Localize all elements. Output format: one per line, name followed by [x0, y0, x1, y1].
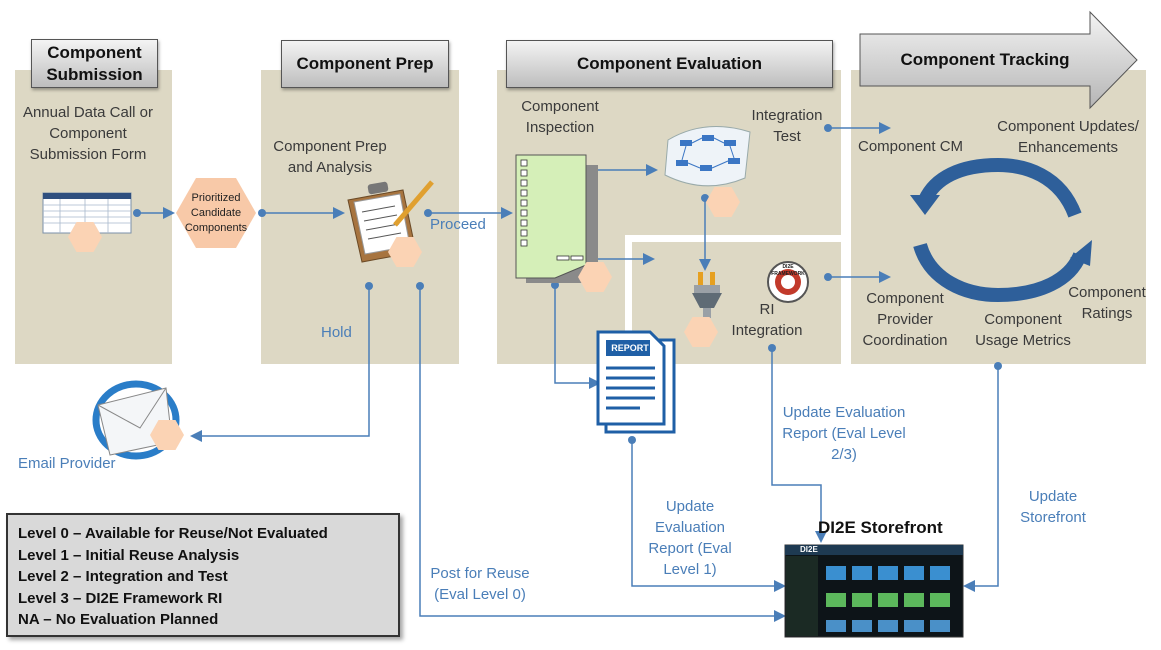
- hold-label: Hold: [321, 324, 352, 341]
- legend-item: Level 0 – Available for Reuse/Not Evalua…: [18, 525, 328, 542]
- integration-test-icon: [664, 126, 751, 187]
- hex-marker: [578, 262, 612, 292]
- plug-icon: [692, 272, 722, 318]
- tracking-header-arrow: [859, 10, 1138, 110]
- hex-marker: [150, 420, 184, 450]
- report-label: REPORT: [611, 343, 649, 353]
- storefront-title: DI2E Storefront: [818, 518, 943, 537]
- arrow-hold-email: [190, 286, 370, 442]
- legend-item: NA – No Evaluation Planned: [18, 611, 219, 628]
- report-icon: [596, 330, 676, 434]
- arrow-post-reuse: [419, 286, 786, 622]
- hex-marker: [706, 187, 740, 217]
- header-prep: Component Prep: [281, 40, 449, 88]
- update-report-level1-label: Update Evaluation Report (Eval Level 1): [648, 498, 732, 578]
- header-tracking: Component Tracking: [900, 50, 1070, 69]
- evaluation-divider-v: [625, 235, 632, 364]
- update-report-level23-label: Update Evaluation Report (Eval Level 2/3…: [782, 404, 906, 463]
- email-provider-label: Email Provider: [18, 455, 116, 472]
- legend-item: Level 1 – Initial Reuse Analysis: [18, 546, 240, 564]
- integration-test-label: Integration Test: [751, 107, 823, 145]
- legend-item: Level 3 – DI2E Framework RI: [18, 589, 223, 607]
- ratings-label: Component Ratings: [1068, 284, 1146, 322]
- framework-badge-text: DI2E FRAMEWORK: [771, 264, 805, 277]
- evaluation-level-legend: Level 0 – Available for Reuse/Not Evalua…: [6, 513, 400, 637]
- inspection-label: Component Inspection: [521, 98, 599, 136]
- arrow-inspection-report: [554, 285, 601, 389]
- tracking-cycle-icon: [913, 157, 1087, 303]
- prep-description: Component Prep and Analysis: [273, 138, 387, 176]
- header-submission: Component Submission: [31, 39, 158, 88]
- arrow-tracking-storefront: [963, 366, 999, 592]
- hex-marker: [684, 317, 718, 347]
- tracking-panel: [851, 70, 1146, 364]
- usage-metrics-label: Component Usage Metrics: [975, 311, 1071, 349]
- arrow-ri-storefront: [771, 348, 827, 543]
- arrow-report-storefront: [631, 440, 786, 592]
- legend-item: Level 2 – Integration and Test: [18, 568, 228, 585]
- post-for-reuse-label: Post for Reuse (Eval Level 0): [430, 565, 530, 603]
- component-cm-label: Component CM: [858, 138, 964, 155]
- framework-badge-icon: [767, 261, 809, 303]
- submission-description: Annual Data Call or Component Submission…: [22, 104, 154, 163]
- header-evaluation: Component Evaluation: [506, 40, 833, 88]
- ri-integration-label: RI Integration: [731, 301, 803, 339]
- storefront-logo: DI2E: [800, 545, 818, 554]
- storefront-screenshot: [784, 544, 964, 638]
- provider-coordination-label: Component Provider Coordination: [862, 290, 948, 349]
- proceed-label: Proceed: [430, 216, 486, 233]
- component-updates-label: Component Updates/ Enhancements: [997, 118, 1139, 156]
- evaluation-divider: [625, 235, 841, 242]
- update-storefront-label: Update Storefront: [1020, 488, 1086, 526]
